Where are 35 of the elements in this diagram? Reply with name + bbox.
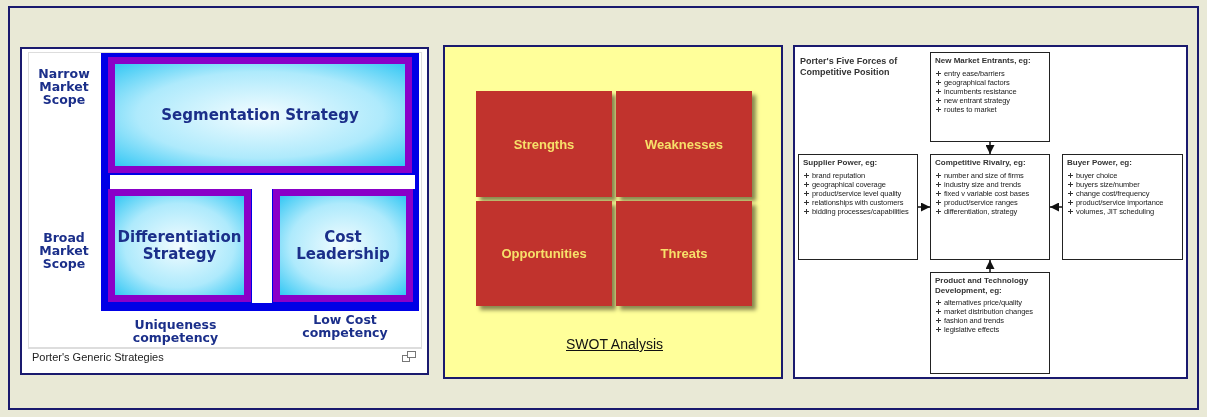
strategy-box — [108, 57, 412, 173]
panel-title: Porter's Five Forces of Competitive Position — [800, 56, 899, 78]
quadrant-label: Weaknesses — [645, 136, 723, 152]
box-heading: New Market Entrants, eg: — [935, 56, 1032, 66]
quadrant-label: Threats — [660, 246, 708, 261]
arrow — [985, 141, 995, 155]
strategy-label: Cost Leadership — [295, 228, 391, 263]
box-heading: Buyer Power, eg: — [1067, 158, 1133, 168]
strategy-label: Differentiation Strategy — [117, 228, 242, 263]
swot-quadrant — [476, 91, 612, 197]
force-box — [798, 154, 918, 260]
caption: SWOT Analysis — [565, 336, 664, 352]
swot-quadrant — [616, 201, 752, 306]
strategy-box — [273, 189, 413, 302]
box-heading: Competitive Rivalry, eg: — [935, 158, 1027, 168]
force-box — [930, 154, 1050, 260]
caption: Porter's Generic Strategies — [32, 351, 165, 363]
strategy-box — [108, 189, 251, 302]
box-heading: Product and Technology Development, eg: — [935, 276, 1030, 295]
swot-quadrant — [616, 91, 752, 197]
force-box — [930, 272, 1050, 374]
swot-quadrant — [476, 201, 612, 306]
axis-label: Low Cost competency — [301, 313, 389, 339]
arrow — [1049, 202, 1063, 212]
axis-label: Narrow Market Scope — [37, 67, 91, 106]
arrow — [917, 202, 931, 212]
force-box — [1062, 154, 1183, 260]
quadrant-label: Opportunities — [501, 246, 587, 261]
arrow — [985, 259, 995, 273]
axis-label: Uniqueness competency — [131, 318, 220, 344]
axis-label: Broad Market Scope — [38, 231, 90, 270]
strategy-label: Segmentation Strategy — [161, 106, 359, 124]
quadrant-label: Strengths — [513, 136, 575, 152]
force-box — [930, 52, 1050, 142]
box-heading: Supplier Power, eg: — [803, 158, 879, 168]
